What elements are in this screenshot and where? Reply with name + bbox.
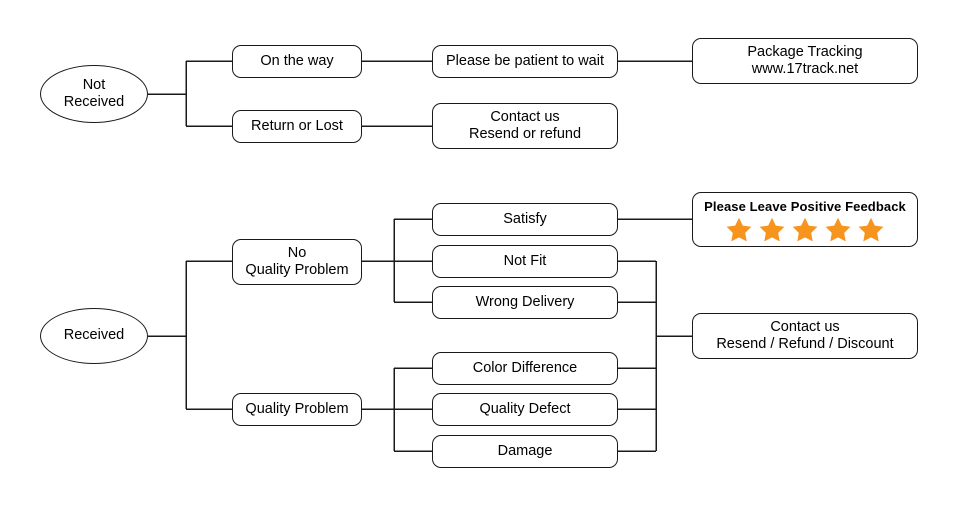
node-package-tracking[interactable]: Package Tracking www.17track.net (692, 38, 918, 84)
node-satisfy[interactable]: Satisfy (432, 203, 618, 236)
feedback-text: Please Leave Positive Feedback (704, 199, 906, 215)
star-icon[interactable] (792, 217, 818, 242)
node-quality-defect[interactable]: Quality Defect (432, 393, 618, 426)
star-icon[interactable] (759, 217, 785, 242)
node-on-the-way[interactable]: On the way (232, 45, 362, 78)
node-not-fit[interactable]: Not Fit (432, 245, 618, 278)
node-damage[interactable]: Damage (432, 435, 618, 468)
node-received[interactable]: Received (40, 308, 148, 364)
node-please-be-patient[interactable]: Please be patient to wait (432, 45, 618, 78)
node-no-quality-problem[interactable]: No Quality Problem (232, 239, 362, 285)
star-rating[interactable] (726, 217, 884, 242)
node-not-received[interactable]: Not Received (40, 65, 148, 123)
star-icon[interactable] (825, 217, 851, 242)
star-icon[interactable] (858, 217, 884, 242)
star-icon[interactable] (726, 217, 752, 242)
node-wrong-delivery[interactable]: Wrong Delivery (432, 286, 618, 319)
node-quality-problem[interactable]: Quality Problem (232, 393, 362, 426)
node-color-difference[interactable]: Color Difference (432, 352, 618, 385)
node-leave-positive-feedback[interactable]: Please Leave Positive Feedback (692, 192, 918, 247)
node-contact-us-resend-refund-discount[interactable]: Contact us Resend / Refund / Discount (692, 313, 918, 359)
node-return-or-lost[interactable]: Return or Lost (232, 110, 362, 143)
node-contact-us-resend-refund[interactable]: Contact us Resend or refund (432, 103, 618, 149)
